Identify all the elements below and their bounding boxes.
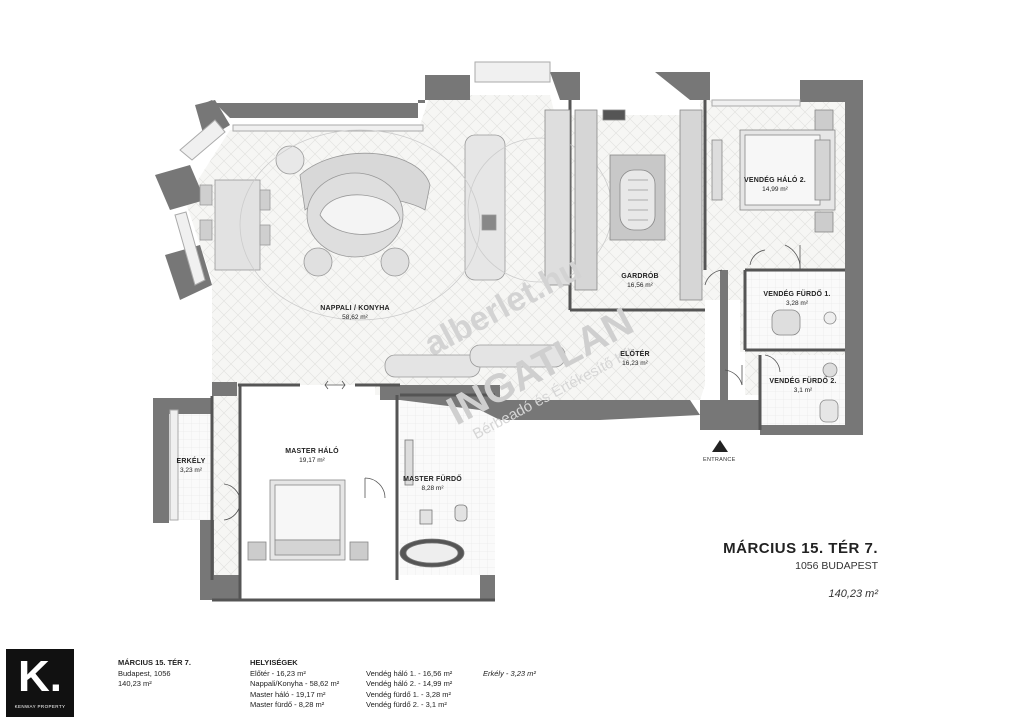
- footer-title: MÁRCIUS 15. TÉR 7.: [118, 658, 191, 667]
- address-city: 1056 BUDAPEST: [795, 560, 878, 572]
- room-area: 3,1 m²: [793, 387, 813, 394]
- room-name: VENDÉG FÜRDŐ 2.: [769, 378, 837, 385]
- room-erkely: ERKÉLY 3,23 m²: [168, 457, 214, 475]
- room-master-halo: MASTER HÁLÓ 19,17 m²: [272, 447, 352, 465]
- logo-mark: K.: [6, 652, 74, 702]
- address-block: MÁRCIUS 15. TÉR 7. 1056 BUDAPEST 140,23 …: [723, 540, 878, 600]
- address-title: MÁRCIUS 15. TÉR 7.: [723, 540, 878, 557]
- footer-room-item: Vendég fürdő 2. - 3,1 m²: [366, 700, 447, 709]
- room-area: 8,28 m²: [421, 485, 444, 492]
- footer-room-item: Előtér - 16,23 m²: [250, 668, 306, 678]
- room-nappali: NAPPALI / KONYHA 58,62 m²: [300, 304, 410, 322]
- entrance-arrow: [712, 440, 728, 452]
- footer-room-item: Master fürdő - 8,28 m²: [250, 700, 325, 709]
- footer-room-item: Master háló - 19,17 m²: [250, 689, 326, 699]
- room-vendeg-furdo-1: VENDÉG FÜRDŐ 1. 3,28 m²: [752, 290, 842, 308]
- room-vendeg-halo-2: VENDÉG HÁLÓ 2. 14,99 m²: [730, 176, 820, 194]
- guest-bath-fixtures: [771, 309, 839, 423]
- windows: [169, 61, 801, 521]
- room-name: GARDRÓB: [621, 273, 659, 280]
- room-area: 3,28 m²: [785, 300, 809, 307]
- footer-room-item: Vendég háló 1. - 16,56 m²: [366, 668, 453, 678]
- guest-bedroom-furniture: [711, 109, 836, 233]
- room-name: ELŐTÉR: [620, 351, 650, 358]
- entrance-label: ENTRANCE: [703, 457, 736, 463]
- logo-letter: K: [17, 652, 50, 701]
- logo-subtitle: KENWAY PROPERTY: [14, 704, 66, 709]
- room-area: 16,23 m²: [622, 360, 648, 367]
- room-gardrob: GARDRÓB 16,56 m²: [600, 272, 680, 290]
- footer-rooms-col1: HELYISÉGEK Előtér - 16,23 m² Nappali/Kon…: [250, 658, 339, 711]
- master-bath-fixtures: [399, 439, 468, 568]
- footer-area: 140,23 m²: [118, 679, 152, 688]
- room-name: VENDÉG HÁLÓ 2.: [744, 177, 806, 184]
- room-name: VENDÉG FÜRDŐ 1.: [763, 291, 831, 298]
- footer-city: Budapest, 1056: [118, 668, 171, 678]
- wardrobe-furniture: [544, 109, 703, 301]
- address-area: 140,23 m²: [828, 588, 878, 600]
- footer-room-item: Erkély - 3,23 m²: [483, 668, 536, 678]
- room-name: MASTER HÁLÓ: [285, 448, 339, 455]
- footer-rooms-col3: Erkély - 3,23 m²: [483, 669, 536, 680]
- room-area: 58,62 m²: [342, 314, 368, 321]
- footer-room-item: Vendég háló 2. - 14,99 m²: [366, 679, 453, 688]
- footer-rooms-col2: Vendég háló 1. - 16,56 m² Vendég háló 2.…: [366, 669, 452, 711]
- room-area: 19,17 m²: [299, 457, 325, 464]
- room-area: 14,99 m²: [762, 186, 788, 193]
- room-name: NAPPALI / KONYHA: [320, 305, 390, 312]
- room-vendeg-furdo-2: VENDÉG FÜRDŐ 2. 3,1 m²: [758, 377, 848, 395]
- footer-room-item: Nappali/Konyha - 58,62 m²: [250, 679, 340, 688]
- living-furniture: [199, 129, 613, 378]
- doors: [223, 244, 801, 521]
- room-area: 3,23 m²: [179, 467, 203, 474]
- footer-address: MÁRCIUS 15. TÉR 7. Budapest, 1056 140,23…: [118, 658, 191, 690]
- footer-room-item: Vendég fürdő 1. - 3,28 m²: [366, 689, 452, 699]
- logo-dot: .: [49, 652, 62, 701]
- master-bedroom-furniture: [247, 479, 369, 561]
- footer-heading: HELYISÉGEK: [250, 658, 298, 667]
- floor-plan: [153, 61, 863, 602]
- room-name: MASTER FÜRDŐ: [403, 476, 462, 483]
- room-name: ERKÉLY: [176, 458, 206, 465]
- kenway-logo: K. KENWAY PROPERTY: [6, 649, 74, 717]
- room-area: 16,56 m²: [627, 282, 653, 289]
- room-master-furdo: MASTER FÜRDŐ 8,28 m²: [395, 475, 470, 493]
- room-eloter: ELŐTÉR 16,23 m²: [600, 350, 670, 368]
